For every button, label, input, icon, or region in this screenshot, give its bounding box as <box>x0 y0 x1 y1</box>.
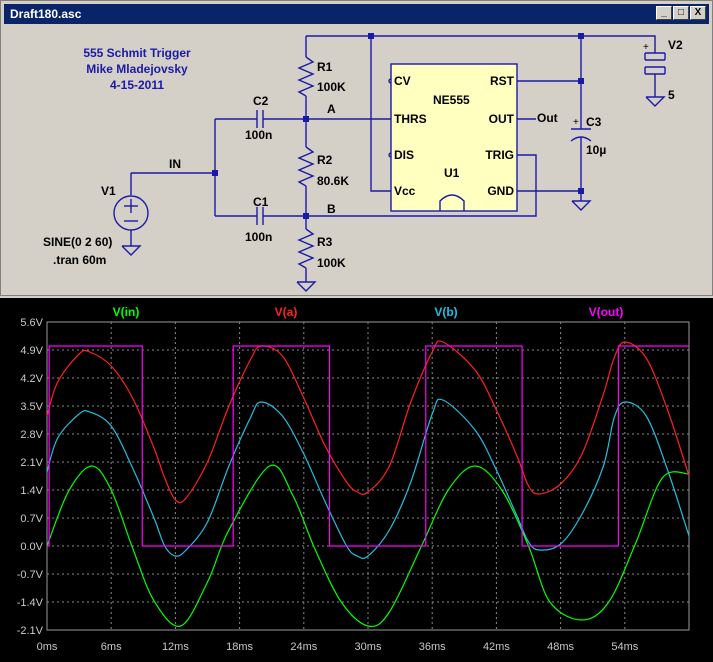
waveform-plot[interactable]: 5.6V 4.9V 4.2V 3.5V 2.8V 2.1V 1.4V 0.7V 0.0V -0.7… <box>0 298 713 662</box>
y-tick-label: -0.7V <box>17 569 44 581</box>
plot-background <box>0 298 713 662</box>
y-tick-label: -2.1V <box>17 625 44 637</box>
tran-directive: .tran 60m <box>53 253 106 267</box>
y-tick-label: 2.8V <box>20 429 43 441</box>
y-tick-label: 4.2V <box>20 373 43 385</box>
c2-name: C2 <box>253 94 269 108</box>
y-tick-label: 1.4V <box>20 485 43 497</box>
x-tick-label: 54ms <box>611 641 638 653</box>
r1-name: R1 <box>317 60 333 74</box>
pin-vcc: Vcc <box>394 184 416 198</box>
v1-name: V1 <box>101 184 116 198</box>
v1-value: SINE(0 2 60) <box>43 235 112 249</box>
pin-dis: DIS <box>394 148 414 162</box>
net-a-label: A <box>327 102 336 116</box>
trace-vb[interactable] <box>46 398 690 559</box>
trace-group <box>46 340 690 628</box>
y-tick-label: 2.1V <box>20 457 43 469</box>
x-tick-label: 48ms <box>547 641 574 653</box>
pin-thrs: THRS <box>394 112 427 126</box>
header-line-1: 555 Schmit Trigger <box>83 46 191 60</box>
pin-gnd: GND <box>487 184 514 198</box>
close-button[interactable]: X <box>690 6 706 20</box>
y-tick-label: 3.5V <box>20 401 43 413</box>
y-tick-label: -1.4V <box>17 597 44 609</box>
x-tick-label: 42ms <box>483 641 510 653</box>
minimize-button[interactable]: _ <box>656 6 672 20</box>
ne555-chip[interactable] <box>390 63 518 212</box>
schematic-window: Draft180.asc _ □ X <box>0 0 713 296</box>
pin-out: OUT <box>489 112 515 126</box>
plot-legend: V(in) V(a) V(b) V(out) <box>113 305 624 319</box>
r3-name: R3 <box>317 235 333 249</box>
c3-plus-sign: + <box>573 117 579 128</box>
pin-rst: RST <box>490 74 515 88</box>
x-tick-label: 6ms <box>101 641 122 653</box>
net-out-label: Out <box>537 111 558 125</box>
x-tick-label: 18ms <box>226 641 253 653</box>
c3-value: 10µ <box>586 143 606 157</box>
trace-vout[interactable] <box>47 345 689 547</box>
legend-entry[interactable]: V(a) <box>275 305 298 319</box>
c3-name: C3 <box>586 115 602 129</box>
legend-entry[interactable]: V(out) <box>589 305 624 319</box>
r2-value: 80.6K <box>317 174 349 188</box>
y-tick-label: 0.0V <box>20 541 43 553</box>
trace-vin[interactable] <box>46 464 690 628</box>
pin-trig: TRIG <box>485 148 514 162</box>
u1-part: NE555 <box>433 93 470 107</box>
x-tick-label: 36ms <box>419 641 446 653</box>
title-bar[interactable]: Draft180.asc _ □ X <box>4 4 709 24</box>
y-tick-label: 4.9V <box>20 345 43 357</box>
legend-entry[interactable]: V(in) <box>113 305 140 319</box>
pin-cv: CV <box>394 74 411 88</box>
y-axis-ticks: 5.6V 4.9V 4.2V 3.5V 2.8V 2.1V 1.4V 0.7V 0.0V -0.7… <box>17 317 44 637</box>
net-b-label: B <box>327 202 336 216</box>
r3-value: 100K <box>317 256 346 270</box>
v2-plus-sign: + <box>643 42 649 53</box>
header-line-3: 4-15-2011 <box>110 78 164 92</box>
x-tick-label: 30ms <box>355 641 382 653</box>
window-title: Draft180.asc <box>10 7 82 21</box>
x-axis-ticks: 0ms 6ms 12ms 18ms 24ms 30ms 36ms 42ms 48ms 54ms <box>37 641 639 653</box>
x-tick-label: 0ms <box>37 641 58 653</box>
c2-value: 100n <box>245 128 272 142</box>
v2-value: 5 <box>668 88 675 102</box>
r1-value: 100K <box>317 80 346 94</box>
c1-value: 100n <box>245 230 272 244</box>
v2-name: V2 <box>668 38 683 52</box>
header-line-2: Mike Mladejovsky <box>86 62 188 76</box>
c1-name: C1 <box>253 195 269 209</box>
net-in-label: IN <box>169 157 181 171</box>
legend-entry[interactable]: V(b) <box>434 305 457 319</box>
r2-name: R2 <box>317 153 333 167</box>
y-tick-label: 0.7V <box>20 513 43 525</box>
trace-va[interactable] <box>46 340 690 504</box>
x-tick-label: 12ms <box>162 641 189 653</box>
schematic-canvas[interactable]: 555 Schmit Trigger Mike Mladejovsky 4-15… <box>7 25 707 294</box>
y-tick-label: 5.6V <box>20 317 43 329</box>
x-tick-label: 24ms <box>290 641 317 653</box>
maximize-button[interactable]: □ <box>673 6 689 20</box>
u1-name: U1 <box>444 166 460 180</box>
